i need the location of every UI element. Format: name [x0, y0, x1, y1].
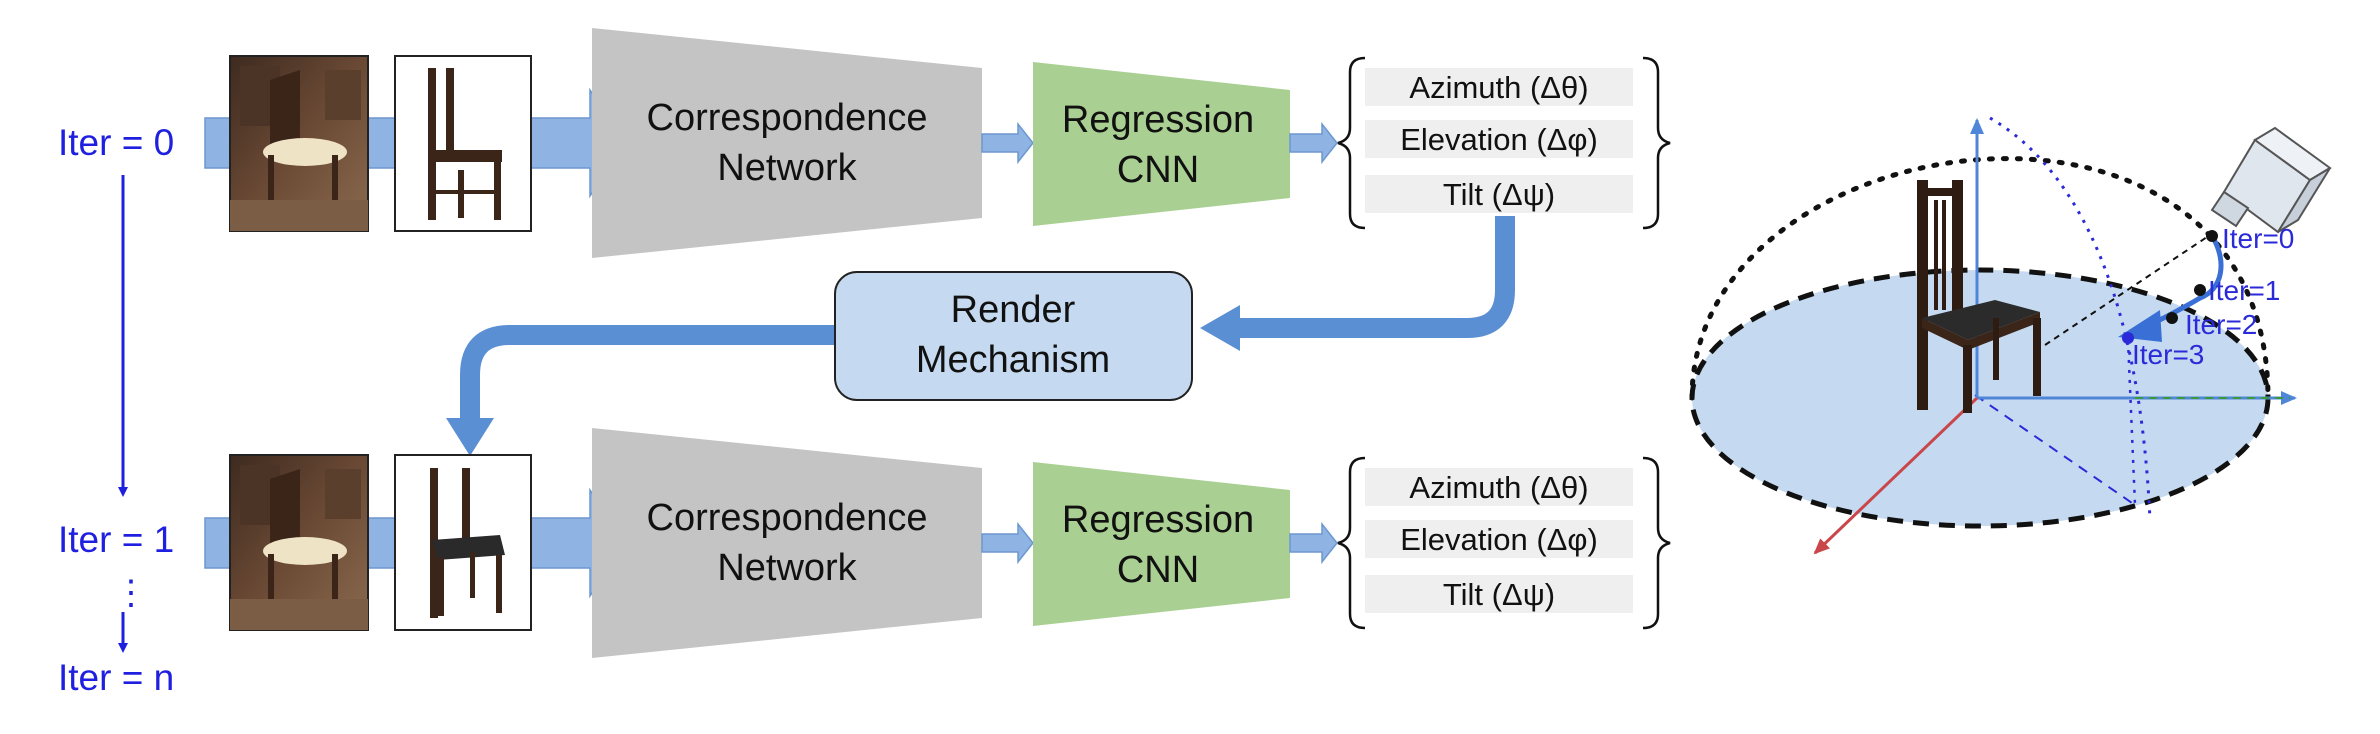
arrow-to-regression	[981, 121, 1034, 165]
regression-cnn-label-line2: CNN	[1117, 149, 1199, 191]
elevation-field	[1365, 120, 1633, 158]
iter-continuation-dots: ⋮	[114, 574, 148, 612]
iteration-axis: Iter = 0 Iter = 1 ⋮ Iter = n	[58, 122, 174, 698]
correspondence-network-block	[592, 28, 982, 258]
azimuth-label: Azimuth (Δθ)	[1409, 70, 1588, 105]
tilt-label: Tilt (Δψ)	[1443, 177, 1555, 212]
render-to-input-arrow	[460, 325, 835, 420]
viewpoint-iter1-dot	[2194, 284, 2206, 296]
outputs-right-brace	[1642, 56, 1671, 230]
viewpoint-iter3-dot	[2122, 332, 2134, 344]
regression-cnn-block-bottom	[1033, 462, 1290, 626]
viewpoint-hemisphere: Iter=0 Iter=1 Iter=2 Iter=3	[1689, 116, 2332, 555]
feedback-to-render-arrow	[1238, 216, 1515, 338]
outputs-left-brace-bottom	[1337, 456, 1366, 630]
feedback-to-render-arrowhead	[1200, 305, 1240, 351]
tilt-label-bottom: Tilt (Δψ)	[1443, 577, 1555, 612]
rendered-chair-view-bottom	[394, 454, 532, 631]
viewpoint-iter2-dot	[2166, 312, 2178, 324]
regression-cnn-block	[1033, 62, 1290, 226]
correspondence-network-label-line2: Network	[717, 147, 857, 189]
pipeline-bottom: Correspondence Network Regression CNN Az…	[204, 428, 1671, 658]
arrow-to-outputs	[1289, 121, 1338, 165]
vertical-drop-line	[2126, 339, 2137, 506]
azimuth-field	[1365, 68, 1633, 106]
camera-icon	[2210, 126, 2332, 234]
azimuth-field-bottom	[1365, 468, 1633, 506]
radial-dashed-line	[1974, 394, 2136, 506]
viewpoint-iter2-label: Iter=2	[2185, 309, 2257, 340]
arrow-to-outputs-bottom	[1289, 521, 1338, 565]
correspondence-network-label-line1: Correspondence	[647, 97, 928, 139]
input-photo	[229, 55, 369, 232]
correspondence-network-bottom-line1: Correspondence	[647, 497, 928, 539]
regression-cnn-bottom-line1: Regression	[1062, 499, 1254, 541]
tilt-field-bottom	[1365, 575, 1633, 613]
pipeline-top: Correspondence Network Regression CNN Az…	[204, 28, 1671, 258]
viewpoint-iter1-label: Iter=1	[2208, 275, 2280, 306]
correspondence-network-block-bottom	[592, 428, 982, 658]
input-photo-bottom	[229, 454, 369, 631]
viewpoint-iter0-label: Iter=0	[2222, 223, 2294, 254]
outputs-right-brace-bottom	[1642, 456, 1671, 630]
elevation-label: Elevation (Δφ)	[1400, 122, 1598, 157]
viewpoint-iter0-dot	[2206, 230, 2218, 242]
render-to-input-arrowhead	[446, 418, 494, 456]
viewpoint-iter3-label: Iter=3	[2132, 339, 2204, 370]
correspondence-network-bottom-line2: Network	[717, 547, 857, 589]
elevation-field-bottom	[1365, 520, 1633, 558]
chair-3d-model	[1917, 180, 2041, 413]
iter-0-label: Iter = 0	[58, 122, 174, 163]
hemisphere-dome	[1689, 156, 2271, 401]
regression-cnn-label-line1: Regression	[1062, 99, 1254, 141]
regression-cnn-bottom-line2: CNN	[1117, 549, 1199, 591]
outputs-left-brace	[1337, 56, 1366, 230]
render-mechanism-label-line2: Mechanism	[916, 339, 1110, 381]
iter-1-label: Iter = 1	[58, 519, 174, 560]
tilt-field	[1365, 175, 1633, 213]
render-mechanism-box	[834, 271, 1193, 401]
elevation-label-bottom: Elevation (Δφ)	[1400, 522, 1598, 557]
feedback-loop	[446, 216, 1515, 456]
arrow-to-regression-bottom	[981, 521, 1034, 565]
x-axis	[1813, 396, 1979, 555]
camera-sightline	[2044, 234, 2211, 346]
azimuth-label-bottom: Azimuth (Δθ)	[1409, 470, 1588, 505]
iter-n-label: Iter = n	[58, 657, 174, 698]
rendered-chair-view	[394, 55, 532, 232]
render-mechanism-label-line1: Render	[951, 289, 1076, 331]
